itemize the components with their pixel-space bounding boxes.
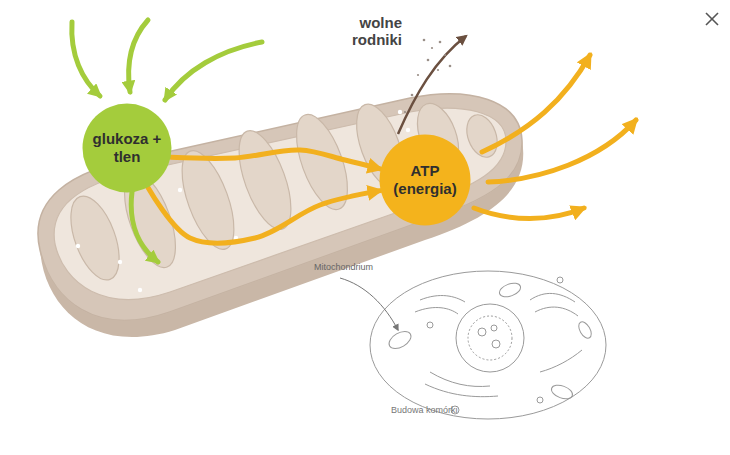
close-stroke <box>706 13 718 25</box>
circle-node: glukoza + tlen <box>82 103 172 193</box>
vesicle <box>537 397 543 403</box>
crista <box>61 190 129 286</box>
dot <box>449 65 452 68</box>
cell-mitochondrion <box>498 281 523 300</box>
nucleus <box>456 304 524 372</box>
input-arrow <box>72 22 100 96</box>
vesicle <box>427 322 433 328</box>
dot <box>431 47 433 49</box>
radical-arrow <box>398 36 466 134</box>
dot <box>404 111 406 113</box>
dot <box>437 69 439 71</box>
circle-fill <box>83 104 172 193</box>
mitochondrion <box>38 94 523 337</box>
dot <box>76 244 80 248</box>
dot <box>406 128 410 132</box>
crista <box>171 144 244 255</box>
output-arrows <box>474 55 636 219</box>
node-text-box: ATP (energia) <box>383 162 467 198</box>
dot <box>439 41 442 44</box>
leader-line <box>340 278 398 330</box>
er-fold <box>425 384 498 397</box>
cell-sketch <box>370 271 606 419</box>
input-arrow <box>165 42 262 100</box>
er-fold <box>530 293 575 302</box>
er-fold <box>420 296 465 302</box>
dot <box>118 260 122 264</box>
node-text-box: glukoza + tlen <box>90 130 164 166</box>
cristae <box>61 98 503 286</box>
dot <box>138 288 142 292</box>
cell-mitochondrion <box>386 328 414 352</box>
dot <box>348 194 352 198</box>
circle-node: ATP (energia) <box>379 134 471 226</box>
input-arrows <box>72 20 262 100</box>
inner-cavity <box>54 108 506 299</box>
close-stroke <box>706 13 718 25</box>
input-arrow <box>129 20 148 92</box>
vesicle <box>557 277 563 283</box>
er-fold <box>430 372 490 386</box>
dot <box>290 148 294 152</box>
er-fold <box>540 350 582 372</box>
nucleus-inner <box>468 316 512 360</box>
dot <box>178 188 182 192</box>
dot <box>411 94 414 97</box>
crista <box>286 108 358 216</box>
dot <box>444 54 446 56</box>
cell-membrane <box>370 271 606 419</box>
output-label: wolne rodniki <box>342 14 402 48</box>
output-arrow <box>482 55 590 152</box>
dot <box>423 39 426 42</box>
dot <box>234 236 238 240</box>
nucleolus <box>491 325 497 331</box>
energy-arrow <box>148 188 380 243</box>
caption-label: Budowa komórki <box>391 405 458 416</box>
caption-label: Mitochondrium <box>314 262 373 273</box>
cell-mitochondrion <box>576 320 594 341</box>
node-label: glukoza + tlen <box>90 130 164 166</box>
circle-fill <box>380 135 471 226</box>
energy-arrow <box>171 150 380 169</box>
close-icon <box>706 13 718 25</box>
er-fold <box>415 308 458 314</box>
dot <box>398 110 402 114</box>
output-arrow <box>474 208 584 219</box>
entry-arrow <box>131 192 158 262</box>
er-fold <box>535 307 578 316</box>
cell-mitochondrion <box>550 383 575 402</box>
output-arrow <box>488 120 636 182</box>
node-label: ATP (energia) <box>383 162 467 198</box>
dot <box>417 74 419 76</box>
nucleolus <box>492 340 500 348</box>
radical-dots <box>404 39 451 113</box>
dot <box>427 59 430 62</box>
crista <box>228 124 301 235</box>
nucleolus <box>478 328 486 336</box>
